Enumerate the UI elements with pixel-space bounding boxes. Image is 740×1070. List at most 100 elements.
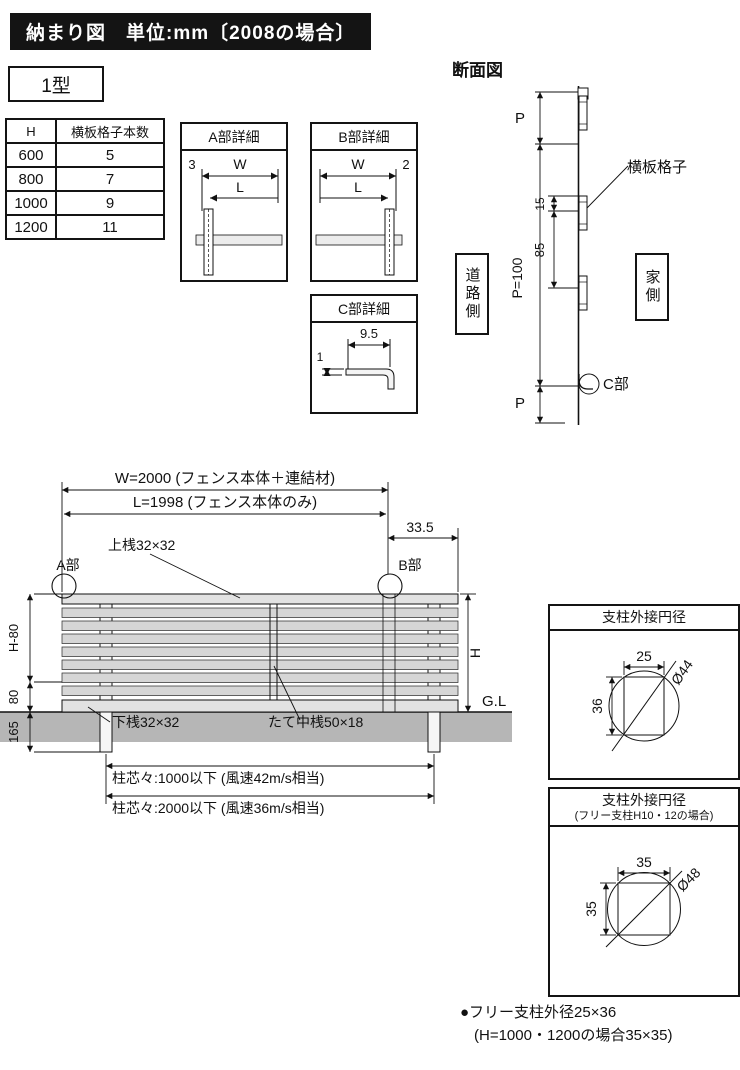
spec-table: H 横板格子本数 600 5 800 7 1000 9 1200 11 [5,118,165,240]
road-side-box: 道路側 [455,253,489,335]
cell-count: 7 [55,166,165,192]
section-view-drawing: P P=100 P 15 85 C部 [509,86,629,425]
bottom-rail [61,699,459,713]
top-rail-label: 上桟32×32 [108,537,176,553]
elevation-dim-lines [26,482,476,804]
top-rail [61,593,459,605]
table-row: 800 7 [5,166,165,192]
cell-count: 5 [55,142,165,168]
p100-label: P=100 [509,257,525,298]
detail-a-title: A部詳細 [182,124,286,151]
dim-dia44-label: Ø44 [668,656,696,687]
dim-35-side-label: 35 [583,901,599,917]
dim-165-label: 165 [6,721,21,743]
detail-a-diml-label: L [236,179,244,195]
post-section-rect [617,882,671,936]
center-rail-label: たて中桟50×18 [268,714,364,730]
board-lattice-label: 横板格子 [627,159,688,176]
c-part-label: C部 [603,376,629,393]
detail-a-dim-lines [195,169,283,276]
fence-panel [61,593,459,713]
post-detail-2-dims [600,867,671,936]
section-profile [577,86,593,425]
table-row: 1200 11 [5,214,165,240]
dim-80-label: 80 [6,690,21,704]
footnote: ●フリー支柱外径25×36 (H=1000・1200の場合35×35) [460,1002,672,1047]
dim-335-label: 33.5 [406,519,433,535]
detail-c-dim95-label: 9.5 [360,326,378,341]
post-detail-1-shapes [608,660,680,751]
detail-c-title: C部詳細 [312,296,416,323]
board-section-2 [578,195,588,231]
cell-count: 9 [55,190,165,216]
detail-a-dim3-label: 3 [188,157,195,172]
b-part-label: B部 [398,557,421,573]
detail-a-dimw-label: W [233,156,247,172]
dim-36-label: 36 [589,698,605,714]
dim-35-top-label: 35 [636,854,652,870]
detail-b-drawing: W 2 L [315,156,410,276]
board-section-3 [578,275,588,311]
post-detail-1-box: 支柱外接円径 25 36 Ø44 [548,604,740,780]
post-detail-2-box: 支柱外接円径 (フリー支柱H10・12の場合) 35 [548,787,740,997]
detail-c-dim-lines [322,339,395,390]
a-part-circle [51,573,77,599]
detail-c-dim1-label: 1 [317,350,324,364]
footnote-line-2: (H=1000・1200の場合35×35) [474,1026,673,1044]
detail-b-title: B部詳細 [312,124,416,151]
gl-label: G.L [482,693,506,710]
dim-25-label: 25 [636,648,652,664]
ground-band [0,712,512,742]
c-part-circle [578,373,600,395]
type-label-box: 1型 [8,66,104,102]
p-top-label: P [515,110,525,127]
detail-c-box: C部詳細 9.5 1 [310,294,418,414]
detail-b-diml-label: L [354,179,362,195]
post-detail-1-title: 支柱外接円径 [550,606,738,631]
detail-b-dim-lines [315,169,403,276]
table-row: 1000 9 [5,190,165,216]
pitch-1000-label: 柱芯々:1000以下 (風速42m/s相当) [112,770,324,786]
table-row: 600 5 [5,142,165,168]
board-section-1 [578,95,588,131]
cell-count: 11 [55,214,165,240]
post-detail-2-subtitle: (フリー支柱H10・12の場合) [574,809,714,822]
dim-dia48-label: Ø48 [673,865,703,895]
detail-c-drawing: 9.5 1 [317,326,395,390]
center-vertical-rail [269,604,278,700]
dim-85-label: 85 [532,243,547,257]
elevation-drawing: W=2000 (フェンス本体＋連結材) L=1998 (フェンス本体のみ) 33… [0,470,512,816]
dim-h80-label: H-80 [6,624,21,652]
post-detail-2-drawing: 35 35 Ø48 [583,854,704,948]
a-part-label: A部 [56,557,79,573]
detail-a-box: A部詳細 3 W L [180,122,288,282]
dim-l-label: L=1998 (フェンス本体のみ) [133,494,317,511]
post-detail-2-title-main: 支柱外接円径 [602,792,686,808]
pitch-2000-label: 柱芯々:2000以下 (風速36m/s相当) [112,800,324,816]
spec-header-h: H [5,118,57,144]
detail-b-dim2-label: 2 [402,157,409,172]
house-side-box: 家側 [635,253,669,321]
detail-a-drawing: 3 W L [188,156,283,276]
section-dim-lines [535,91,629,424]
section-view-title: 断面図 [452,61,503,80]
diagonal-line [611,660,677,751]
post-detail-1-dims [606,660,665,735]
detail-b-box: B部詳細 W 2 L [310,122,418,282]
post-section-rect [623,676,665,735]
p-bottom-label: P [515,395,525,412]
cell-h: 600 [5,142,57,168]
cell-h: 1200 [5,214,57,240]
detail-b-dimw-label: W [351,156,365,172]
post-detail-1-drawing: 25 36 Ø44 [589,648,696,751]
footnote-line-1: ●フリー支柱外径25×36 [460,1004,617,1021]
dim-w-label: W=2000 (フェンス本体＋連結材) [115,470,335,487]
dim-15-label: 15 [533,197,547,211]
diagonal-line [605,870,683,948]
horizontal-slats [61,607,459,696]
joint-lines [382,594,396,712]
post-detail-2-title: 支柱外接円径 (フリー支柱H10・12の場合) [550,789,738,828]
spec-header-count: 横板格子本数 [55,118,165,144]
cell-h: 800 [5,166,57,192]
page-title: 納まり図 単位:mm〔2008の場合〕 [10,13,372,50]
